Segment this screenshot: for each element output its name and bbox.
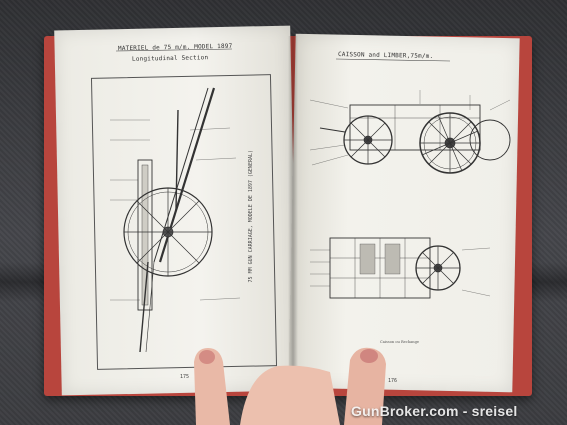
finger-middle bbox=[240, 365, 340, 425]
gun-section-drawing bbox=[110, 87, 241, 353]
left-header-underline bbox=[115, 48, 233, 52]
right-page-number: 176 bbox=[388, 378, 398, 384]
fingernail-right bbox=[360, 349, 378, 363]
finger-right bbox=[344, 347, 386, 425]
right-header-underline bbox=[335, 58, 451, 62]
book-gutter bbox=[288, 36, 298, 392]
caisson-limber-drawing bbox=[309, 90, 511, 299]
finger-left bbox=[194, 348, 230, 425]
left-page-number: 175 bbox=[180, 374, 190, 380]
watermark-text: GunBroker.com - sreisel bbox=[351, 403, 518, 419]
fingernail-left bbox=[199, 350, 215, 364]
caisson-figure-caption: Caisson ou Rechange bbox=[380, 340, 420, 344]
